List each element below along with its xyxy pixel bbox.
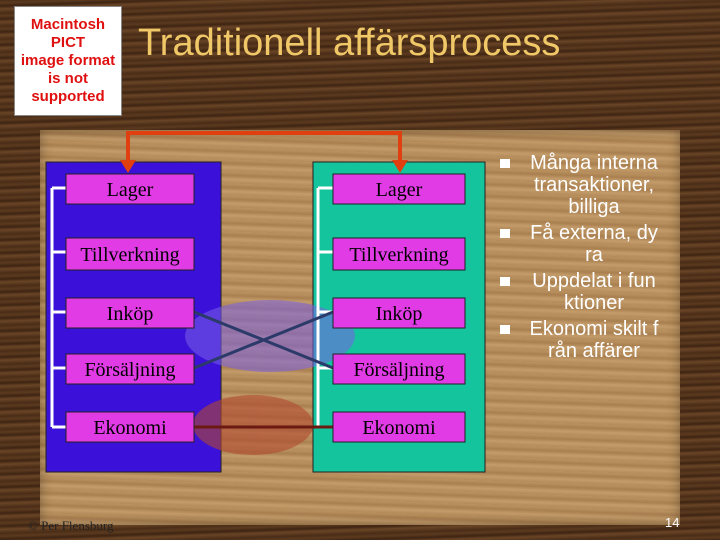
- left-arrowhead-icon: [120, 160, 136, 173]
- left-box-forsaljning: [65, 353, 195, 385]
- right-label-forsaljning: Försäljning: [353, 359, 444, 381]
- pict-placeholder-text: Macintosh PICT image format is not suppo…: [20, 16, 116, 105]
- right-label-tillverkning: Tillverkning: [349, 244, 448, 266]
- left-boxes: [65, 173, 195, 443]
- bullet-item: Många interna transaktioner, billiga: [500, 152, 710, 218]
- bullet-square-icon: [500, 325, 510, 334]
- right-boxes: [332, 173, 466, 443]
- right-box-ekonomi: [332, 411, 466, 443]
- left-box-ekonomi: [65, 411, 195, 443]
- left-label-lager: Lager: [107, 179, 154, 201]
- right-arrowhead-icon: [392, 160, 408, 173]
- right-box-tillverkning: [332, 237, 466, 271]
- bullet-item: Uppdelat i funktioner: [500, 270, 710, 314]
- bullet-square-icon: [500, 159, 510, 168]
- bullet-square-icon: [500, 277, 510, 286]
- left-box-inkop: [65, 297, 195, 329]
- bullet-list: Många interna transaktioner, billiga Få …: [500, 152, 710, 362]
- left-hierarchy-lines: [50, 186, 66, 429]
- pict-placeholder-image: Macintosh PICT image format is not suppo…: [14, 6, 122, 116]
- slide-title: Traditionell affärsprocess: [138, 22, 561, 64]
- bullet-item: Få externa, dyra: [500, 222, 710, 266]
- left-box-tillverkning: [65, 237, 195, 271]
- lager-connector: [120, 131, 408, 173]
- page-number: 14: [665, 515, 680, 530]
- right-label-lager: Lager: [376, 179, 423, 201]
- right-label-inkop: Inköp: [376, 303, 423, 325]
- right-box-forsaljning: [332, 353, 466, 385]
- economy-ellipse: [193, 395, 313, 455]
- right-box-lager: [332, 173, 466, 205]
- left-label-ekonomi: Ekonomi: [93, 417, 167, 439]
- left-label-inkop: Inköp: [107, 303, 154, 325]
- cross-connectors: [193, 310, 334, 370]
- right-box-inkop: [332, 297, 466, 329]
- copyright-credit: © Per Flensburg: [28, 518, 114, 533]
- left-label-tillverkning: Tillverkning: [80, 244, 179, 266]
- left-box-lager: [65, 173, 195, 205]
- bullet-item: Ekonomi skilt från affärer: [500, 318, 710, 362]
- left-label-forsaljning: Försäljning: [84, 359, 175, 381]
- right-label-ekonomi: Ekonomi: [362, 417, 436, 439]
- bullet-square-icon: [500, 229, 510, 238]
